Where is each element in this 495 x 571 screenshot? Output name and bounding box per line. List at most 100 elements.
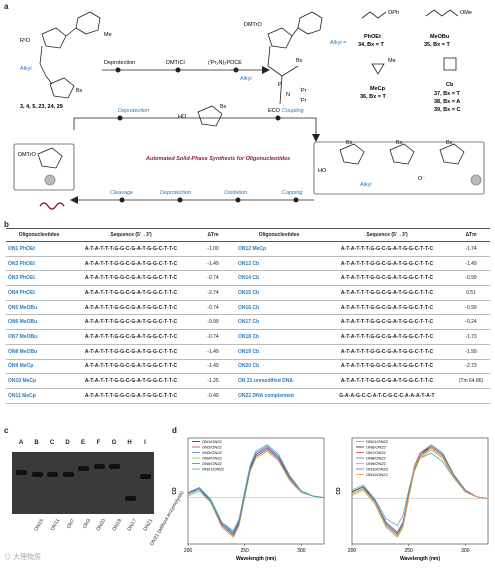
row-sequence-left: A-T-A-T-T-T-G-G-C-G-A-T-G-G-C-T-T-C: [72, 285, 190, 301]
product-ho: HO: [318, 168, 327, 174]
row-dtm-right: -1.73: [452, 329, 490, 345]
cycle-deprotection-2: Deprotection: [160, 190, 191, 196]
row-name-right: ON13 Cb: [236, 256, 322, 272]
cd-x-tick-label: 200: [348, 548, 357, 554]
n-atom-label: N: [286, 92, 290, 98]
r2-num: 35, Bx = T: [424, 42, 450, 48]
row-name-left: ON7 MeOBu: [6, 329, 72, 345]
cd-x-tick-label: 300: [461, 548, 470, 554]
gel-band: [109, 464, 120, 469]
bx-label-left: Bx: [76, 88, 83, 94]
row-name-right: ON18 Cb: [236, 329, 322, 345]
cd-legend-label: ON21/ON22: [366, 439, 389, 444]
dmtro-label-top: DMTrO: [244, 22, 263, 28]
alkyl-eq-label: Alkyl =: [330, 40, 346, 46]
panel-label-d: d: [172, 426, 177, 435]
cd-legend-label: ON2/ON22: [202, 445, 223, 450]
product-bx-2: Bx: [396, 140, 403, 146]
sugar-ring-left-bottom: [49, 77, 75, 99]
sugar-ring-cycle: [197, 105, 223, 127]
cd-x-tick-label: 300: [297, 548, 306, 554]
r1-num: 34, Bx = T: [358, 42, 384, 48]
cd-legend-label: ON3/ON22: [202, 450, 223, 455]
row-sequence-right: A-T-A-T-T-T-G-G-C-G-A-T-G-G-C-T-T-C: [322, 314, 452, 331]
header-sequence-2: Sequence (5'→3'): [322, 228, 452, 242]
row-sequence-left: A-T-A-T-T-T-G-G-C-G-A-T-G-G-C-T-T-C: [72, 329, 190, 345]
cd-legend-label: ON11/ON22: [366, 472, 388, 477]
cd-y-axis-label: CD: [172, 487, 178, 495]
row-sequence-left: A-T-A-T-T-T-G-G-C-G-A-T-G-G-C-T-T-C: [72, 388, 190, 404]
r2-name: MeOBu: [430, 34, 449, 40]
gel-lane-letter: D: [65, 440, 70, 446]
me-label: Me: [104, 32, 112, 38]
gel-lane-letter: H: [127, 440, 132, 446]
row-name-right: ON 21 unmodified DNA: [236, 373, 322, 389]
compound-list-left: 3, 4, 5, 23, 24, 29: [20, 104, 63, 110]
r4-num2: 38, Bx = A: [434, 99, 460, 105]
gel-band: [93, 464, 105, 469]
row-name-left: ON1 PhOEt: [6, 241, 72, 257]
gel-lane-letter: G: [111, 440, 117, 446]
gel-band: [47, 472, 58, 477]
header-oligos-2: Oligonucleotides: [236, 228, 322, 242]
row-name-right: ON16 Cb: [236, 300, 322, 316]
header-dtm-2: ΔTm: [452, 228, 490, 242]
row-dtm-right: -0.99: [452, 270, 490, 287]
row-name-left: ON11 MeCp: [6, 388, 72, 404]
gel-band: [78, 466, 89, 471]
gel-lane-letter: C: [49, 440, 55, 446]
r4-num1: 37, Bx = T: [434, 91, 460, 97]
row-sequence-right: A-T-A-T-T-T-G-G-C-G-A-T-G-G-C-T-T-C: [322, 359, 452, 375]
row-sequence-right: A-T-A-T-T-T-G-G-C-G-A-T-G-G-C-T-T-C: [322, 241, 452, 257]
cd-series-line: [187, 444, 325, 532]
row-dtm-left: -0.74: [190, 300, 236, 316]
oligo-table: Oligonucleotides Sequence (5'→3') ΔTm Ol…: [6, 228, 490, 404]
cycle-ho: HO: [178, 114, 187, 120]
row-dtm-right: -2.73: [452, 359, 490, 375]
cd-x-tick-label: 250: [404, 548, 413, 554]
row-dtm-left: -0.49: [190, 388, 236, 404]
row-name-left: ON3 PhOEt: [6, 270, 72, 287]
cd-plot-frame: [187, 437, 325, 545]
synthesis-scheme: R²O Me Alkyl Bx 3, 4, 5, 23, 24, 29 Depr…: [13, 9, 485, 210]
row-dtm-left: -1.49: [190, 359, 236, 375]
step-phosphitylation: (ⁱPr₂N)₂POCE: [208, 58, 242, 66]
row-sequence-right: A-T-A-T-T-T-G-G-C-G-A-T-G-G-C-T-T-C: [322, 270, 452, 287]
r4-name: Cb: [446, 82, 454, 88]
cycle-capping: Capping: [282, 190, 303, 196]
alkyl-label-mid: Alkyl: [240, 76, 252, 82]
row-name-right: ON19 Cb: [236, 344, 322, 360]
r3-name: MeCp: [370, 86, 386, 92]
cycle-bx: Bx: [220, 104, 227, 110]
product-bx-3: Bx: [446, 140, 453, 146]
row-dtm-right: (Tm 64.86): [452, 373, 490, 389]
row-dtm-right: -1.49: [452, 256, 490, 272]
row-dtm-left: -0.74: [190, 270, 236, 287]
cycle-deprotection: Deprotection: [118, 108, 149, 114]
cd-legend-label: ON8/ON22: [366, 456, 387, 461]
step-dmtrcl: DMTrCl: [166, 60, 185, 66]
ipr-label-1: ⁱPr: [300, 86, 307, 94]
watermark: ⊙ 大理物质: [4, 554, 41, 561]
row-name-right: ON14 Cb: [236, 270, 322, 287]
row-dtm-right: -1.99: [452, 344, 490, 360]
gel-band: [140, 474, 151, 479]
row-sequence-left: A-T-A-T-T-T-G-G-C-G-A-T-G-G-C-T-T-C: [72, 241, 190, 257]
row-name-left: ON8 MeOBu: [6, 344, 72, 360]
cd-legend-label: ON1/ON22: [202, 439, 223, 444]
gel-band: [62, 472, 74, 477]
table-header-row: Oligonucleotides Sequence (5'→3') ΔTm Ol…: [6, 228, 490, 242]
row-sequence-right: A-T-A-T-T-T-G-G-C-G-A-T-G-G-C-T-T-C: [322, 300, 452, 316]
row-name-right: ON17 Cb: [236, 314, 322, 331]
cd-plot-frame: [351, 437, 489, 545]
row-name-left: ON2 PhOEt: [6, 256, 72, 272]
